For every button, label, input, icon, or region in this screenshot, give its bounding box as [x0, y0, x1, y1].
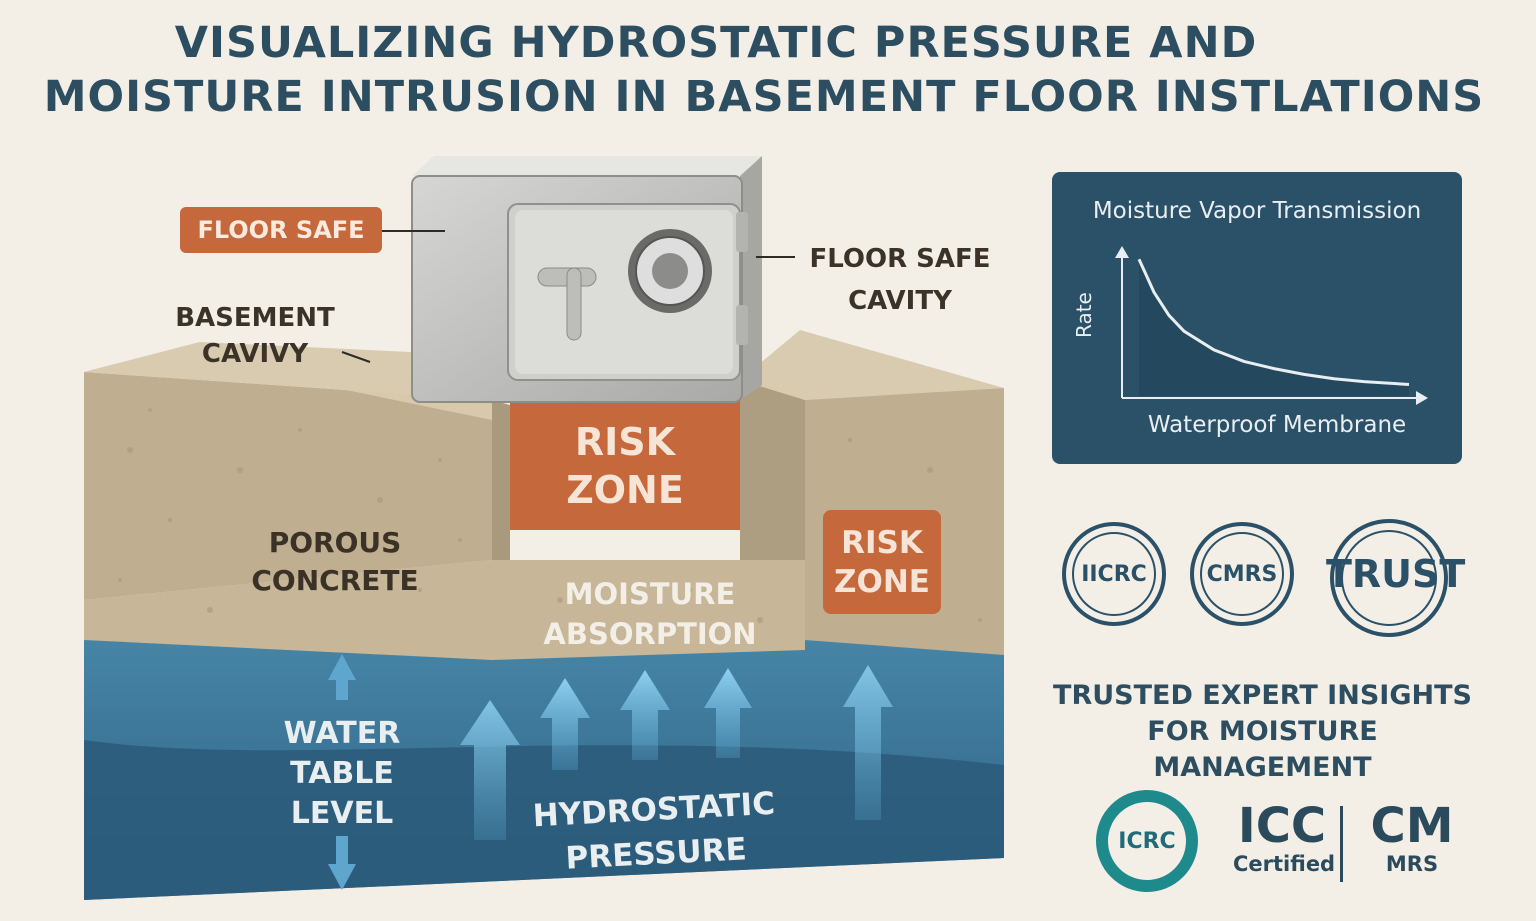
insights-line-1: TRUSTED EXPERT INSIGHTS [1053, 680, 1472, 711]
trust-seal: TRUST [1326, 516, 1466, 640]
floor-safe-cavity-line-2: CAVITY [848, 286, 952, 316]
floor-safe-cavity-label: FLOOR SAFE CAVITY [805, 238, 995, 322]
basement-cavity-line-1: BASEMENT [175, 303, 335, 333]
page-title-line-1: VISUALIZING HYDROSTATIC PRESSURE AND [174, 18, 1258, 68]
risk-zone-block [510, 392, 740, 530]
water-table-line-2: TABLE [290, 756, 394, 791]
porous-concrete-line-2: CONCRETE [251, 564, 419, 597]
water-table-label: WATER TABLE LEVEL [262, 714, 422, 834]
water-layer [84, 600, 1004, 900]
icc-main-text: ICC [1237, 798, 1327, 854]
moisture-absorption-line-1: MOISTURE [564, 577, 736, 611]
floor-safe-tag-text: FLOOR SAFE [197, 216, 365, 244]
side-risk-zone-tag [823, 510, 941, 614]
icc-certified-logo: ICC Certified [1233, 798, 1336, 876]
porous-concrete-line-1: POROUS [268, 526, 402, 559]
floor-safe-tag: FLOOR SAFE [180, 207, 382, 253]
iicrc-badge-label: IICRC [1072, 532, 1156, 616]
cmrs-badge: CMRS [1190, 522, 1294, 626]
hydrostatic-pressure-label: HYDROSTATIC PRESSURE [518, 781, 792, 883]
trusted-insights: TRUSTED EXPERT INSIGHTS FOR MOISTURE MAN… [1050, 678, 1475, 786]
floor-safe-cavity-line-1: FLOOR SAFE [809, 244, 991, 274]
basement-cavity-line-2: CAVIVY [201, 339, 309, 369]
cmrs-badge-label: CMRS [1200, 532, 1284, 616]
risk-zone-main-line-1: RISK [574, 420, 676, 464]
chart-series-line [1137, 258, 1410, 386]
risk-zone-side-line-2: ZONE [834, 564, 930, 600]
floor-safe-illustration [411, 156, 762, 403]
icc-sub-text: Certified [1233, 852, 1336, 876]
chart-x-label: Waterproof Membrane [1147, 412, 1407, 438]
chart-title: Moisture Vapor Transmission [1092, 198, 1422, 224]
moisture-absorption-label: MOISTURE ABSORPTION [530, 574, 770, 654]
risk-zone-main-line-2: ZONE [566, 468, 684, 512]
iicrc-logo-label: ICRC [1106, 800, 1188, 882]
chart-x-axis-arrow [1416, 391, 1428, 405]
moisture-absorption-line-2: ABSORPTION [543, 617, 757, 651]
cm-main-text: CM [1370, 798, 1454, 854]
logo-divider [1340, 806, 1343, 882]
page-title-line-2: MOISTURE INTRUSION IN BASEMENT FLOOR INS… [43, 72, 1485, 122]
chart-y-axis-arrow [1115, 246, 1129, 258]
cm-sub-text: MRS [1385, 852, 1439, 876]
trust-seal-label: TRUST [1326, 552, 1466, 596]
risk-zone-main-label: RISK ZONE [510, 418, 740, 514]
chart-area-fill [1139, 259, 1409, 396]
water-table-line-1: WATER [283, 716, 401, 751]
water-table-arrows [328, 654, 356, 890]
basement-cavity-label: BASEMENT CAVIVY [160, 300, 350, 372]
water-table-line-3: LEVEL [290, 796, 394, 831]
cm-mrs-logo: CM MRS [1362, 800, 1462, 876]
risk-zone-side-line-1: RISK [841, 525, 923, 561]
insights-line-2: FOR MOISTURE MANAGEMENT [1147, 716, 1378, 783]
risk-zone-side-label: RISK ZONE [823, 524, 941, 602]
chart-plot [1115, 246, 1428, 405]
iicrc-badge: IICRC [1062, 522, 1166, 626]
porous-concrete-label: POROUS CONCRETE [230, 524, 440, 600]
basement-leader [341, 351, 371, 363]
pressure-arrows [460, 665, 893, 840]
iicrc-logo: ICRC [1096, 790, 1198, 892]
trust-seal-ring [1330, 519, 1448, 637]
vapor-transmission-chart: Moisture Vapor Transmission Rate Waterpr… [1052, 172, 1462, 464]
